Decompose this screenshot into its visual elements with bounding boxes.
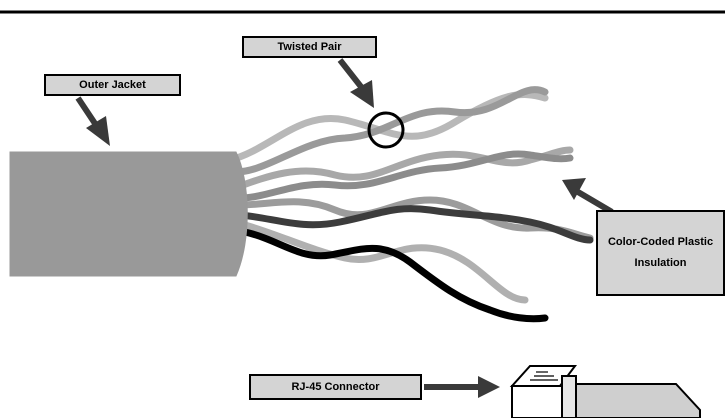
wire-pair-1-b [226,86,549,176]
arrow-rj45-head [478,376,500,398]
twisted-pair-highlight-circle [367,111,405,149]
wire-pair-1-a [226,91,549,164]
rj45-connector-label: RJ-45 Connector [249,374,422,400]
arrow-color-coded-shaft [576,189,614,215]
rj45-connector-front [511,385,563,418]
arrow-twisted-pair-shaft [337,58,365,90]
arrow-outer-jacket-head [86,116,110,146]
wire-pair-4-a [241,221,529,304]
wire-pair-4-b [241,228,549,323]
rj45-contact-pins [530,371,558,381]
wire-pair-2-b [231,150,574,202]
arrow-color-coded-head [562,178,586,200]
rj45-connector-side [561,375,577,418]
twisted-pair-wires [226,86,594,323]
twisted-pair-label: Twisted Pair [242,36,377,58]
rj45-cable-boot [569,383,701,418]
wire-pair-3-b [236,205,594,244]
outer-jacket-shape [9,151,248,277]
callout-arrows [75,58,614,398]
arrow-twisted-pair-head [350,80,374,108]
color-coded-insulation-label: Color-Coded Plastic Insulation [596,210,725,296]
rj45-connector-drawing [509,365,701,418]
outer-jacket-label: Outer Jacket [44,74,181,96]
